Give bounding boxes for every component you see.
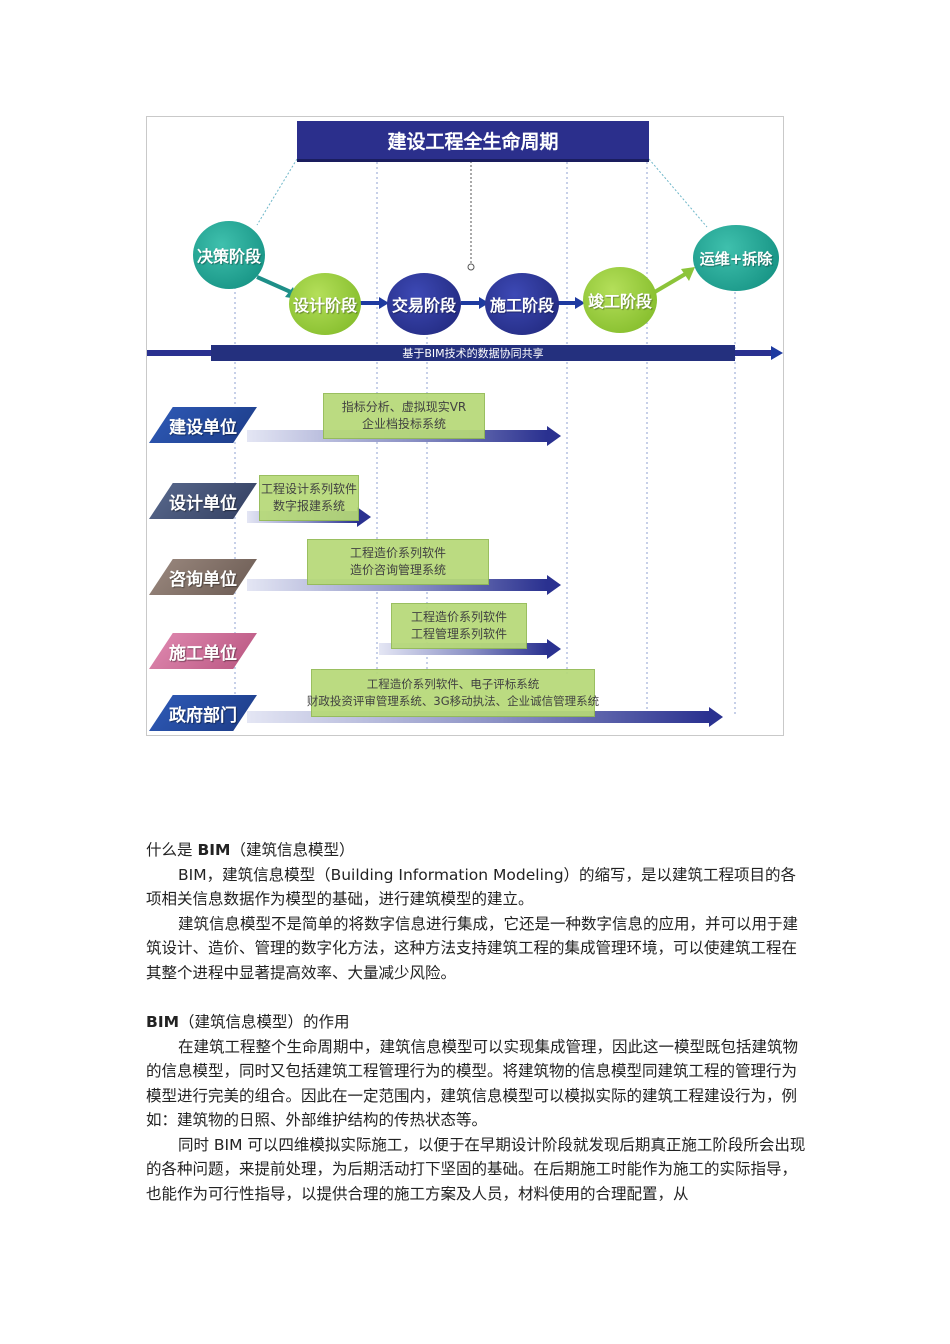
- software-box-designer: 工程设计系列软件 数字报建系统: [259, 475, 359, 521]
- software-line: 数字报建系统: [272, 499, 345, 513]
- heading-bold: BIM: [197, 841, 231, 859]
- phase-operation: 运维+拆除: [693, 225, 779, 291]
- paragraph: BIM，建筑信息模型（Building Information Modeling…: [146, 865, 797, 909]
- data-share-bar: 基于BIM技术的数据协同共享: [211, 345, 735, 361]
- software-line: 工程造价系列软件: [349, 546, 446, 560]
- section-bim-role: BIM（建筑信息模型）的作用 在建筑工程整个生命周期中，建筑信息模型可以实现集成…: [146, 1010, 808, 1206]
- section-heading: 什么是 BIM（建筑信息模型）: [146, 838, 808, 863]
- section-heading: BIM（建筑信息模型）的作用: [146, 1010, 808, 1035]
- heading-text: （建筑信息模型）的作用: [179, 1013, 350, 1031]
- software-line: 企业档投标系统: [361, 417, 446, 431]
- software-line: 工程设计系列软件: [260, 482, 357, 496]
- software-box-government: 工程造价系列软件、电子评标系统 财政投资评审管理系统、3G移动执法、企业诚信管理…: [307, 669, 599, 717]
- paragraph: 在建筑工程整个生命周期中，建筑信息模型可以实现集成管理，因此这一模型既包括建筑物…: [146, 1037, 799, 1130]
- software-line: 工程造价系列软件: [410, 610, 507, 624]
- software-box-contractor: 工程造价系列软件 工程管理系列软件: [391, 603, 527, 649]
- section-what-is-bim: 什么是 BIM（建筑信息模型） BIM，建筑信息模型（Building Info…: [146, 838, 808, 985]
- phase-completion: 竣工阶段: [583, 267, 657, 333]
- lifecycle-diagram: 建设工程全生命周期 决策阶段 设计阶段 交易阶段 施工阶段 竣工阶段 运维+拆除…: [146, 116, 784, 736]
- diagram-title: 建设工程全生命周期: [297, 121, 649, 162]
- heading-text: （建筑信息模型）: [230, 841, 355, 859]
- software-box-consultant: 工程造价系列软件 造价咨询管理系统: [307, 539, 489, 585]
- software-line: 造价咨询管理系统: [349, 563, 446, 577]
- paragraph: 同时 BIM 可以四维模拟实际施工，以便于在早期设计阶段就发现后期真正施工阶段所…: [146, 1135, 806, 1203]
- software-line: 指标分析、虚拟现实VR: [341, 400, 467, 414]
- software-line: 工程造价系列软件、电子评标系统: [366, 677, 540, 691]
- software-line: 财政投资评审管理系统、3G移动执法、企业诚信管理系统: [306, 694, 600, 708]
- heading-text: 什么是: [146, 841, 198, 859]
- phase-construction: 施工阶段: [485, 273, 559, 335]
- heading-bold: BIM: [146, 1013, 180, 1031]
- software-line: 工程管理系列软件: [410, 627, 507, 641]
- software-box-owner: 指标分析、虚拟现实VR 企业档投标系统: [323, 393, 485, 439]
- phase-transaction: 交易阶段: [387, 273, 461, 335]
- phase-design: 设计阶段: [289, 273, 361, 335]
- phase-decision: 决策阶段: [193, 221, 265, 289]
- paragraph: 建筑信息模型不是简单的将数字信息进行集成，它还是一种数字信息的应用，并可以用于建…: [146, 914, 799, 982]
